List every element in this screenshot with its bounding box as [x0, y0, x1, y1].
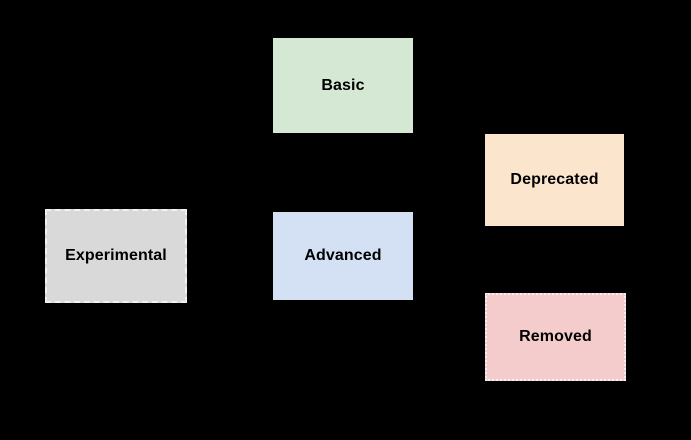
diagram-node-advanced[interactable]: Advanced [273, 212, 413, 300]
diagram-node-deprecated[interactable]: Deprecated [485, 134, 624, 226]
node-label-deprecated: Deprecated [510, 171, 599, 189]
diagram-node-removed[interactable]: Removed [485, 293, 626, 381]
node-label-basic: Basic [321, 76, 365, 94]
diagram-node-basic[interactable]: Basic [273, 38, 413, 133]
diagram-node-experimental[interactable]: Experimental [45, 209, 187, 303]
node-label-experimental: Experimental [65, 247, 167, 265]
node-label-removed: Removed [519, 328, 592, 346]
node-label-advanced: Advanced [304, 247, 382, 265]
